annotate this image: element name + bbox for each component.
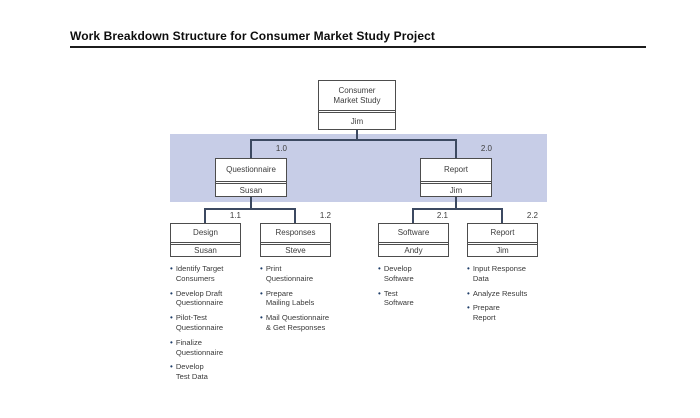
bullet-icon: • [170,264,173,273]
wbs-node-consumer-market-study: Consumer Market Study Jim [318,80,396,130]
node-owner: Steve [261,244,330,256]
node-owner: Jim [319,112,395,129]
wbs-node-responses: Responses Steve [260,223,331,257]
bullet-icon: • [170,337,173,347]
task-item: •Develop Draft Questionnaire [170,288,224,308]
node-title: Consumer Market Study [319,81,395,111]
task-list-design: •Identify Target Consumers •Develop Draf… [170,264,262,387]
connector [250,139,457,141]
task-item: •Finalize Questionnaire [170,337,224,357]
bullet-icon: • [260,264,263,273]
task-item: •Develop Test Data [170,362,208,382]
task-item: •Mail Questionnaire & Get Responses [260,313,330,332]
wbs-node-report-2: Report Jim [467,223,538,257]
wbs-id-label: 2.1 [436,211,448,220]
bullet-icon: • [378,264,381,273]
wbs-id-label: 2.2 [526,211,538,220]
page-title: Work Breakdown Structure for Consumer Ma… [70,29,435,43]
node-title: Software [379,224,448,243]
bullet-icon: • [170,313,173,323]
task-item: •Prepare Mailing Labels [260,288,315,308]
task-list-responses: •Print Questionnaire •Prepare Mailing La… [260,264,360,338]
node-owner: Susan [216,183,286,196]
connector [455,196,457,209]
bullet-icon: • [260,288,263,298]
node-owner: Susan [171,244,240,256]
task-item: •Develop Software [378,264,414,283]
wbs-id-label: 1.1 [229,211,241,220]
connector [250,196,252,209]
title-underline [70,46,646,48]
wbs-node-software: Software Andy [378,223,449,257]
node-title: Report [421,159,491,182]
node-owner: Jim [468,244,537,256]
connector [356,130,358,140]
connector [412,208,503,210]
task-list-software: •Develop Software •Test Software [378,264,468,313]
connector [412,208,414,223]
connector [204,208,296,210]
task-item: •Test Software [378,288,414,308]
bullet-icon: • [260,313,263,323]
task-item: •Print Questionnaire [260,264,314,283]
node-title: Responses [261,224,330,243]
node-title: Questionnaire [216,159,286,182]
wbs-id-label: 2.0 [480,144,492,153]
connector [204,208,206,223]
bullet-icon: • [467,303,470,313]
node-title: Design [171,224,240,243]
bullet-icon: • [467,264,470,273]
connector [455,139,457,158]
wbs-node-design: Design Susan [170,223,241,257]
node-owner: Jim [421,183,491,196]
connector [250,139,252,158]
wbs-node-questionnaire: Questionnaire Susan [215,158,287,197]
bullet-icon: • [170,288,173,298]
node-owner: Andy [379,244,448,256]
task-item: •Input Response Data [467,264,527,283]
connector [501,208,503,223]
wbs-node-report: Report Jim [420,158,492,197]
bullet-icon: • [378,288,381,298]
wbs-id-label: 1.0 [275,144,287,153]
node-title: Report [468,224,537,243]
bullet-icon: • [467,288,470,298]
wbs-id-label: 1.2 [319,211,331,220]
task-list-report: •Input Response Data •Analyze Results •P… [467,264,552,328]
task-item: •Analyze Results [467,288,528,298]
task-item: •Pilot-Test Questionnaire [170,313,224,332]
connector [294,208,296,223]
bullet-icon: • [170,362,173,372]
task-item: •Prepare Report [467,303,500,323]
task-item: •Identify Target Consumers [170,264,224,283]
